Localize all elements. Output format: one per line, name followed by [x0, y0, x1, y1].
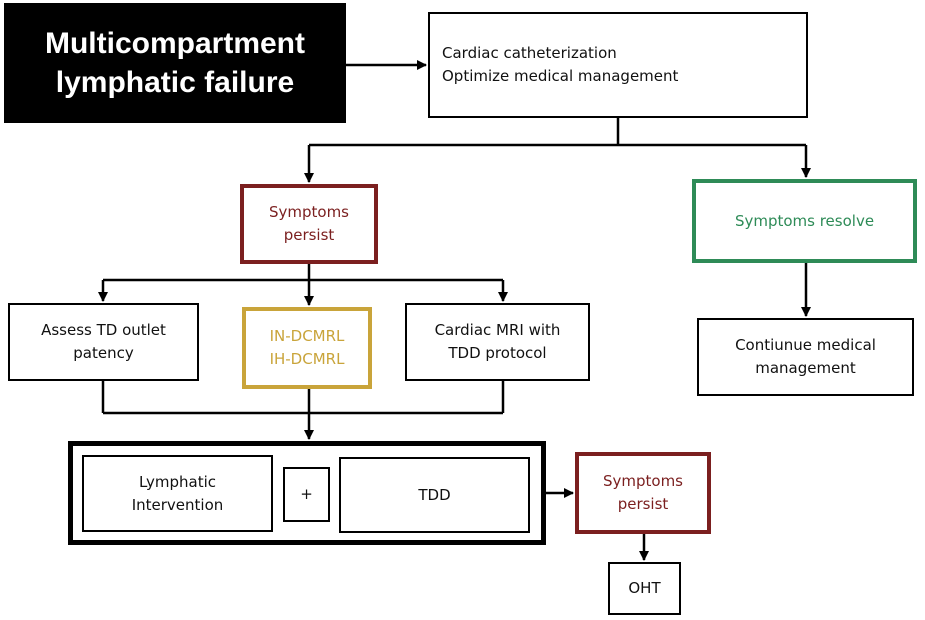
symptoms-resolve-box: Symptoms resolve [692, 179, 917, 263]
cardiac-catheterization-box: Cardiac catheterization Optimize medical… [428, 12, 808, 118]
continue-medical-management-box: Contiunue medical management [697, 318, 914, 396]
cath-text: Cardiac catheterization Optimize medical… [442, 44, 679, 85]
persist2-text: Symptoms persist [602, 472, 684, 513]
dcmrl-box: IN-DCMRL IH-DCMRL [242, 307, 372, 389]
tdd-box: TDD [339, 457, 530, 533]
intervention-group-box [68, 441, 546, 545]
mri-text: Cardiac MRI with TDD protocol [434, 321, 561, 362]
plus-text: + [300, 485, 313, 503]
persist1-text: Symptoms persist [268, 203, 350, 244]
oht-box: OHT [608, 562, 681, 615]
resolve-text: Symptoms resolve [734, 211, 875, 230]
tdd-text: TDD [418, 485, 451, 504]
plus-box: + [283, 467, 330, 522]
indcmrl-text: IN-DCMRL IH-DCMRL [269, 327, 345, 368]
assess-text: Assess TD outlet patency [41, 321, 166, 362]
contmed-text: Contiunue medical management [735, 336, 876, 377]
symptoms-persist-box-2: Symptoms persist [575, 452, 711, 534]
title-box: Multicompartment lymphatic failure [4, 3, 346, 123]
cardiac-mri-box: Cardiac MRI with TDD protocol [405, 303, 590, 381]
symptoms-persist-box-1: Symptoms persist [240, 184, 378, 264]
oht-text: OHT [628, 579, 661, 597]
lymphatic-intervention-box: Lymphatic Intervention [82, 455, 273, 532]
lymph-text: Lymphatic Intervention [131, 472, 224, 514]
title-text: Multicompartment lymphatic failure [44, 27, 305, 99]
assess-td-outlet-box: Assess TD outlet patency [8, 303, 199, 381]
